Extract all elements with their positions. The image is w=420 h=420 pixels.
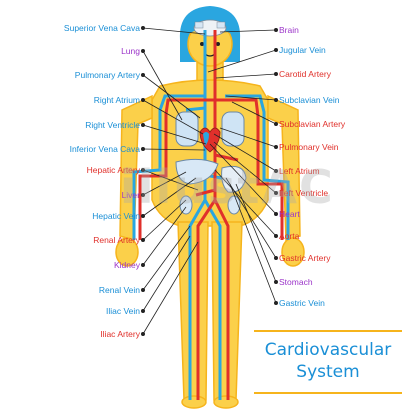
label-stomach-leader-line: [235, 183, 277, 283]
label-renal-artery: Renal Artery: [93, 235, 140, 245]
label-superior-vena-cava-leader-dot: [140, 25, 145, 30]
label-hepatic-vein: Hepatic Vein: [92, 211, 140, 221]
label-hepatic-vein-leader-line: [142, 177, 197, 217]
title-box: Cardiovascular System: [254, 330, 402, 394]
label-pulmonary-artery: Pulmonary Artery: [74, 70, 140, 80]
label-right-ventricle: Right Ventricle: [85, 120, 140, 130]
label-kidney: Kidney: [114, 260, 140, 270]
label-brain-leader-dot: [273, 27, 278, 32]
label-hepatic-artery-leader-dot: [140, 167, 145, 172]
arteries: [138, 30, 284, 400]
label-left-ventricle: Left Ventricle: [279, 188, 329, 198]
label-heart-leader-line: [209, 143, 277, 215]
label-renal-artery-leader-line: [142, 199, 187, 241]
label-iliac-vein-leader-dot: [140, 308, 145, 313]
label-left-atrium: Left Atrium: [279, 166, 320, 176]
stomach: [221, 165, 247, 193]
label-jugular-vein-leader-line: [207, 49, 277, 73]
label-gastric-vein-leader-dot: [273, 300, 278, 305]
label-right-ventricle-leader-line: [142, 124, 207, 145]
label-iliac-artery-leader-dot: [140, 331, 145, 336]
label-inferior-vena-cava-leader-dot: [140, 146, 145, 151]
title-line-2: System: [296, 362, 360, 382]
watermark: illustAC: [120, 160, 335, 214]
label-kidney-leader-dot: [140, 262, 145, 267]
label-right-atrium-leader-line: [142, 99, 204, 135]
label-pulmonary-vein-leader-dot: [273, 144, 278, 149]
label-left-ventricle-leader-line: [213, 141, 277, 194]
label-lung-leader-line: [142, 50, 183, 121]
label-pulmonary-artery-leader-line: [142, 74, 201, 119]
label-liver-leader-dot: [140, 192, 145, 197]
label-subclavian-artery-leader-line: [231, 101, 277, 125]
label-iliac-vein: Iliac Vein: [105, 306, 140, 316]
label-brain: Brain: [279, 25, 299, 35]
label-brain-leader-line: [219, 29, 277, 33]
label-carotid-artery: Carotid Artery: [279, 69, 331, 79]
label-superior-vena-cava: Superior Vena Cava: [63, 23, 140, 33]
label-left-atrium-leader-dot: [273, 168, 278, 173]
label-aorta-leader-dot: [273, 233, 278, 238]
label-iliac-artery: Iliac Artery: [100, 329, 140, 339]
label-jugular-vein: Jugular Vein: [279, 45, 326, 55]
label-inferior-vena-cava-leader-line: [142, 148, 206, 151]
label-superior-vena-cava-leader-line: [142, 27, 206, 35]
label-lung-leader-dot: [140, 49, 145, 54]
label-renal-vein: Renal Vein: [98, 285, 140, 295]
label-stomach: Stomach: [279, 277, 313, 287]
label-stomach-leader-dot: [273, 279, 278, 284]
label-right-atrium-leader-dot: [140, 98, 145, 103]
label-gastric-artery-leader-line: [225, 177, 277, 259]
label-heart-leader-dot: [273, 211, 278, 216]
label-heart: Heart: [279, 209, 300, 219]
label-carotid-artery-leader-line: [215, 73, 277, 79]
label-iliac-vein-leader-line: [142, 235, 191, 312]
kidneys: [179, 195, 241, 215]
label-gastric-vein-leader-line: [229, 183, 277, 304]
label-renal-vein-leader-line: [142, 225, 191, 291]
label-renal-artery-leader-dot: [140, 237, 145, 242]
label-right-atrium: Right Atrium: [93, 95, 140, 105]
label-subclavian-vein-leader-dot: [273, 98, 278, 103]
label-subclavian-vein-leader-line: [225, 95, 277, 101]
lungs: [175, 111, 245, 147]
label-left-ventricle-leader-dot: [273, 190, 278, 195]
liver: [175, 158, 219, 185]
label-aorta: Aorta: [279, 231, 300, 241]
label-lung: Lung: [121, 46, 140, 56]
label-liver-leader-line: [142, 171, 187, 196]
title-line-1: Cardiovascular: [264, 340, 392, 360]
label-subclavian-vein: Subclavian Vein: [279, 95, 340, 105]
label-inferior-vena-cava: Inferior Vena Cava: [69, 144, 140, 154]
heart: [199, 127, 221, 153]
label-jugular-vein-leader-dot: [273, 48, 278, 53]
label-subclavian-artery: Subclavian Artery: [279, 119, 346, 129]
label-aorta-leader-line: [214, 169, 277, 237]
label-carotid-artery-leader-dot: [273, 72, 278, 77]
label-subclavian-artery-leader-dot: [273, 122, 278, 127]
label-pulmonary-artery-leader-dot: [140, 73, 145, 78]
label-pulmonary-vein: Pulmonary Vein: [279, 142, 339, 152]
label-hepatic-artery: Hepatic Artery: [86, 165, 140, 175]
label-gastric-artery-leader-dot: [273, 255, 278, 260]
label-iliac-artery-leader-line: [142, 241, 199, 335]
label-left-atrium-leader-line: [213, 133, 277, 172]
label-liver: Liver: [121, 190, 140, 200]
label-hepatic-vein-leader-dot: [140, 213, 145, 218]
label-right-ventricle-leader-dot: [140, 123, 145, 128]
brain: [193, 19, 227, 37]
label-gastric-vein: Gastric Vein: [279, 298, 325, 308]
leader-lines: [140, 25, 278, 336]
label-renal-vein-leader-dot: [140, 287, 145, 292]
label-gastric-artery: Gastric Artery: [279, 253, 331, 263]
label-pulmonary-vein-leader-line: [219, 127, 277, 148]
label-kidney-leader-line: [142, 206, 187, 266]
